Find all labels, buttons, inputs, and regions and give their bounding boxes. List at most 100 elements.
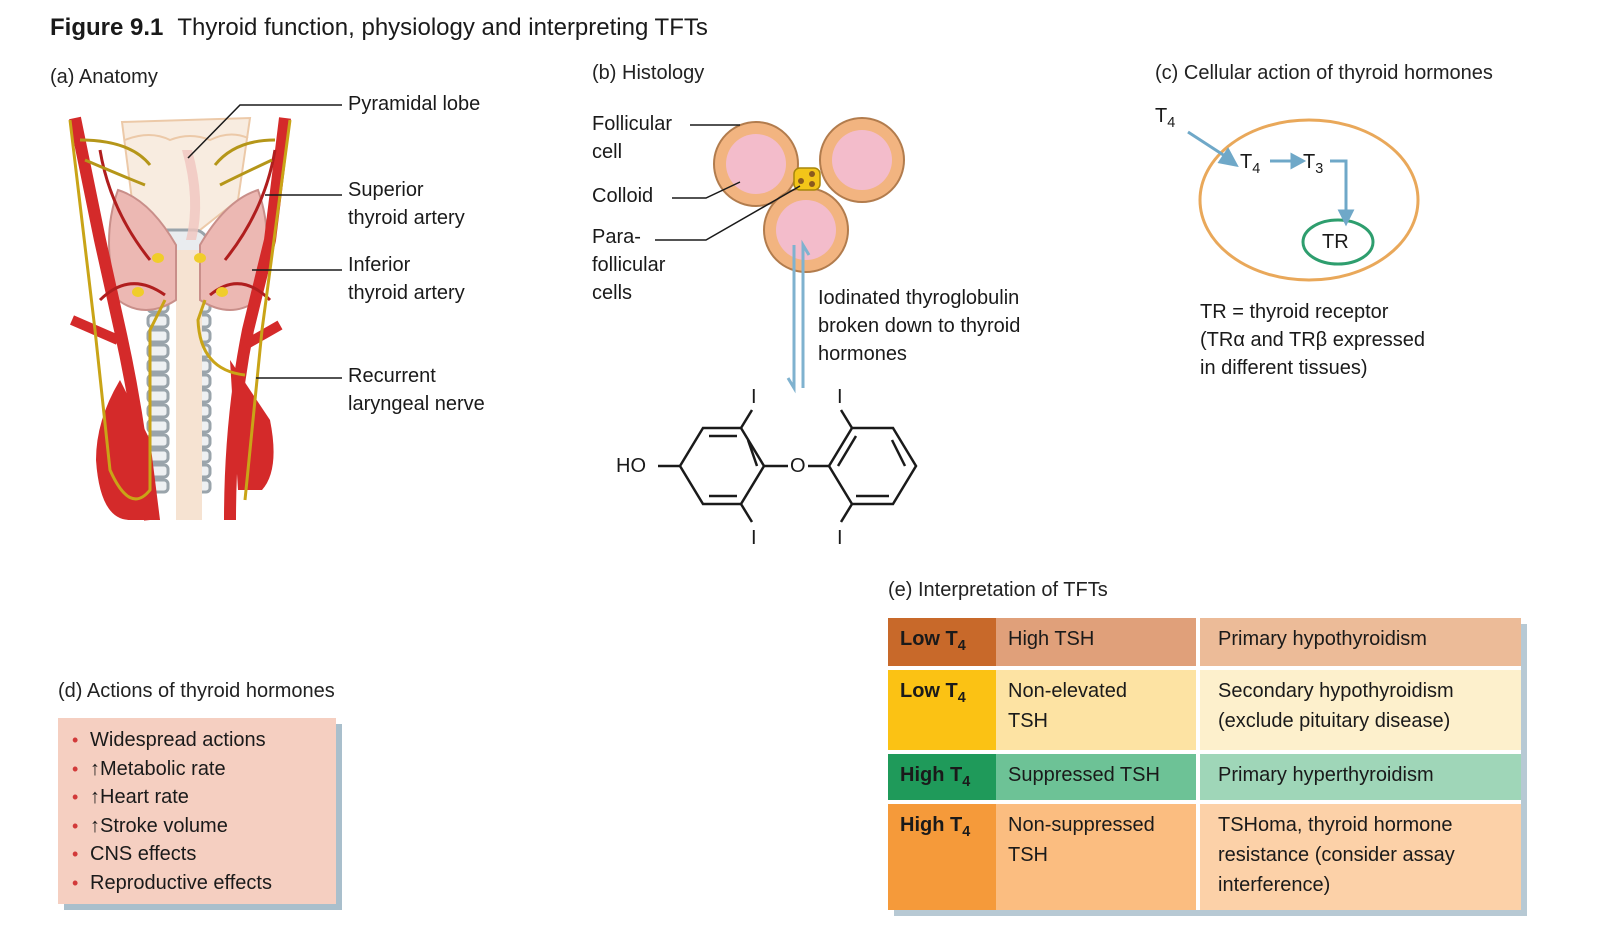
interpretation-cell: Primary hypothyroidism [1200, 618, 1521, 666]
t4-subscript: 4 [962, 774, 971, 791]
t4-extracellular: T4 [1155, 102, 1175, 137]
callout-text: laryngeal nerve [348, 393, 485, 415]
t4-text: Low T [900, 680, 958, 702]
bullet-icon: • [72, 815, 79, 836]
hormone-letter: T [1240, 151, 1253, 173]
callout-text: Superior [348, 179, 424, 201]
molecule-iodine-label: I [837, 386, 843, 408]
thyroid-receptor-label: TR [1322, 231, 1349, 253]
t4-text: High T [900, 764, 963, 786]
callout-follicular-cell: Follicular cell [592, 110, 672, 166]
action-text: ↑Metabolic rate [90, 757, 226, 780]
tsh-level-cell: Suppressed TSH [996, 754, 1200, 800]
tsh-text: Suppressed TSH [1008, 764, 1160, 786]
t4-level-cell: Low T4 [888, 618, 996, 666]
parathyroid [132, 287, 144, 297]
thyroxine-structure [658, 409, 918, 523]
parathyroid [152, 253, 164, 263]
follicle [819, 117, 905, 203]
callout-parafollicular-cells: Para- follicular cells [592, 223, 665, 307]
legend-line: TR = thyroid receptor [1200, 301, 1389, 323]
note-line: broken down to thyroid [818, 315, 1021, 337]
tracheal-ring [146, 328, 170, 344]
panel-e-label: (e) Interpretation of TFTs [888, 579, 1108, 601]
parafollicular-cells [793, 167, 821, 191]
callout-inferior-thyroid-artery: Inferior thyroid artery [348, 251, 465, 307]
bullet-icon: • [72, 872, 79, 893]
action-item: • CNS effects [72, 840, 336, 869]
callout-text: thyroid artery [348, 207, 465, 229]
thyroglobulin-note: Iodinated thyroglobulin broken down to t… [818, 284, 1020, 368]
callout-text: Follicular [592, 113, 673, 135]
interpretation-text: Secondary hypothyroidism [1218, 680, 1454, 702]
tsh-text: TSH [1008, 710, 1048, 732]
nerve-branches [79, 138, 276, 187]
parathyroid [194, 253, 206, 263]
recurrent-laryngeal-nerve-right [196, 119, 292, 501]
interpretation-cell: Secondary hypothyroidism (exclude pituita… [1200, 670, 1521, 750]
tracheal-ring [146, 388, 170, 404]
t4-subscript: 4 [962, 824, 971, 841]
actions-list: •Widespread actions •↑Metabolic rate •↑H… [72, 726, 336, 897]
action-text: CNS effects [90, 843, 197, 865]
tft-row: Low T4 High TSH Primary hypothyroidism [888, 618, 1521, 670]
callout-text: Para- [592, 226, 641, 248]
receptor-legend: TR = thyroid receptor (TRα and TRβ expre… [1200, 298, 1425, 382]
cellular-arrows [1187, 130, 1355, 227]
t4-level-cell: Low T4 [888, 670, 996, 750]
panel-c-label: (c) Cellular action of thyroid hormones [1155, 62, 1493, 84]
aorta [96, 380, 160, 520]
action-text: ↑Stroke volume [90, 814, 228, 837]
bullet-icon: • [72, 844, 79, 864]
action-text: ↑Heart rate [90, 786, 189, 808]
t4-subscript: 4 [957, 638, 966, 655]
cell-membrane [1198, 118, 1420, 282]
t4-level-cell: High T4 [888, 754, 996, 800]
molecule-iodine-label: I [837, 527, 843, 549]
interpretation-text: (exclude pituitary disease) [1218, 710, 1451, 732]
callout-colloid: Colloid [592, 182, 653, 210]
interpretation-text: interference) [1218, 874, 1331, 896]
t4-level-cell: High T4 [888, 804, 996, 910]
inferior-thyroid-artery-left [98, 282, 166, 302]
action-item: • ↑Stroke volume [72, 812, 336, 841]
nucleus [1301, 218, 1375, 266]
interpretation-text: Primary hyperthyroidism [1218, 764, 1434, 786]
interpretation-cell: Primary hyperthyroidism [1200, 754, 1521, 800]
legend-line: (TRα and TRβ expressed [1200, 329, 1425, 351]
inferior-thyroid-artery-right [209, 282, 272, 302]
interpretation-text: resistance (consider assay [1218, 844, 1455, 866]
callout-pyramidal-lobe: Pyramidal lobe [348, 90, 480, 118]
interpretation-text: Primary hypothyroidism [1218, 628, 1427, 650]
legend-line: in different tissues) [1200, 357, 1368, 379]
action-text: Reproductive effects [90, 871, 272, 894]
action-item: • Reproductive effects [72, 869, 336, 898]
hormone-letter: T [1155, 105, 1168, 127]
action-item: • ↑Metabolic rate [72, 755, 336, 784]
callout-line-parafollicular [655, 185, 801, 241]
callout-recurrent-laryngeal-nerve: Recurrent laryngeal nerve [348, 362, 485, 418]
tsh-text: High TSH [1008, 628, 1095, 650]
callout-superior-thyroid-artery: Superior thyroid artery [348, 176, 465, 232]
molecule-iodine-label: I [751, 386, 757, 408]
callout-line-colloid [672, 181, 741, 199]
action-item: • ↑Heart rate [72, 783, 336, 812]
interpretation-text: TSHoma, thyroid hormone [1218, 814, 1453, 836]
action-text: Widespread actions [90, 729, 266, 751]
larynx-ridge [124, 133, 249, 142]
bullet-icon: • [72, 758, 79, 779]
action-item: •Widespread actions [72, 726, 336, 755]
esophagus [176, 250, 202, 520]
parathyroid [216, 287, 228, 297]
t4-text: Low T [900, 628, 958, 650]
callout-text: Colloid [592, 185, 654, 207]
hormone-subscript: 4 [1252, 161, 1261, 178]
molecule-iodine-label: I [751, 527, 757, 549]
superior-thyroid-artery-left [98, 149, 152, 261]
note-line: hormones [818, 343, 907, 365]
bullet-icon: • [72, 787, 79, 807]
thyroglobulin-arrow [786, 239, 811, 394]
